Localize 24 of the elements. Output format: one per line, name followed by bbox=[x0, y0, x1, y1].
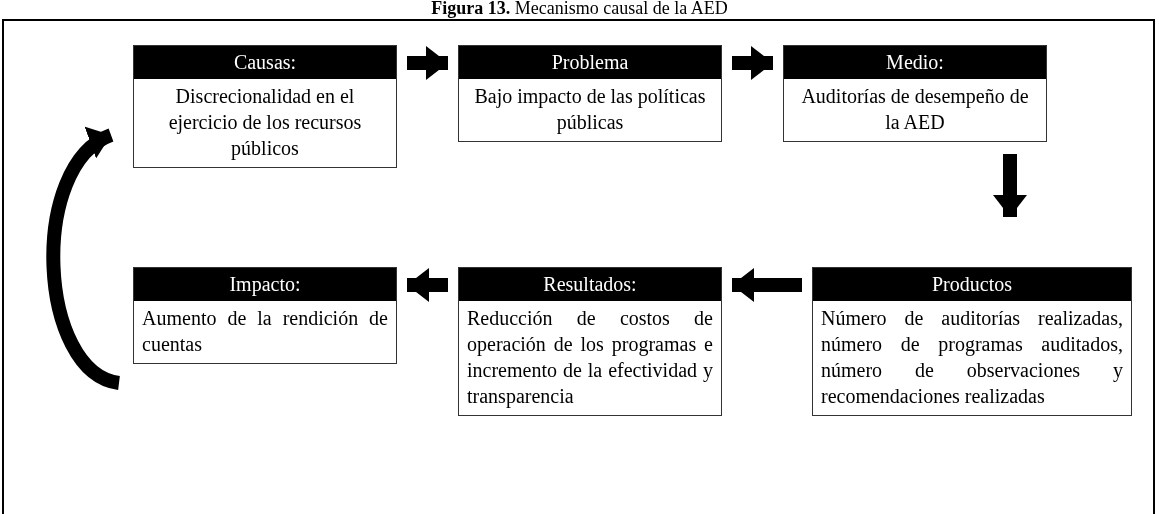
process-box bbox=[458, 267, 722, 416]
box-heading: Productos bbox=[813, 268, 1131, 301]
process-box bbox=[458, 45, 722, 142]
block-arrow bbox=[993, 154, 1027, 217]
box-text: Discrecionalidad en el ejercicio de los recursos públicos bbox=[167, 84, 363, 162]
process-box bbox=[783, 45, 1047, 142]
block-arrow bbox=[732, 46, 773, 80]
box-heading: Impacto: bbox=[134, 268, 396, 301]
process-box bbox=[812, 267, 1132, 416]
box-text: Bajo impacto de las políticas públicas bbox=[473, 84, 707, 136]
block-arrow bbox=[407, 268, 448, 302]
box-text: Aumento de la rendición de cuentas bbox=[141, 306, 389, 357]
block-arrow bbox=[407, 46, 448, 80]
box-text: Auditorías de desempeño de la AED bbox=[800, 84, 1030, 135]
box-text: Reducción de costos de operación de los programas e incremento de la efectividad y transparencia bbox=[466, 306, 714, 410]
box-heading: Problema bbox=[459, 46, 721, 79]
box-text: Número de auditorías realizadas, número de programas auditados, número de observaciones y recomendaciones realizadas bbox=[820, 306, 1124, 409]
figure-title: Figura 13. Mecanismo causal de la AED bbox=[430, 0, 729, 18]
block-arrow bbox=[732, 268, 802, 302]
box-heading: Medio: bbox=[784, 46, 1046, 79]
process-box bbox=[133, 45, 397, 168]
process-box bbox=[133, 267, 397, 364]
box-heading: Causas: bbox=[134, 46, 396, 79]
box-heading: Resultados: bbox=[459, 268, 721, 301]
